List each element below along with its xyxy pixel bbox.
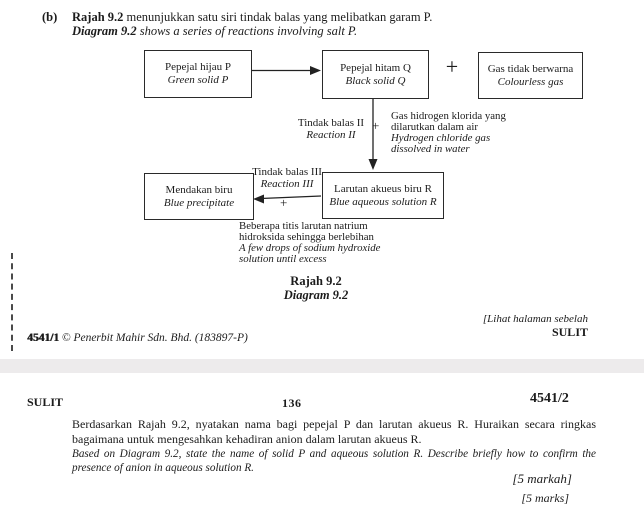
publisher-credit: © Penerbit Mahir Sdn. Bhd. (183897-P) bbox=[58, 332, 248, 344]
box-blue-solution-r: Larutan akueus biru R Blue aqueous solut… bbox=[322, 172, 444, 219]
marks-malay: [5 markah] bbox=[512, 471, 572, 486]
page2-sulit-label: SULIT bbox=[27, 395, 64, 409]
hcl-note-english-line1: Hydrogen chloride gas bbox=[391, 132, 491, 144]
box-colourless-gas: Gas tidak berwarna Colourless gas bbox=[478, 52, 583, 99]
plus-sign-reaction-3: + bbox=[280, 195, 288, 210]
reaction-2-label-malay: Tindak balas II bbox=[297, 117, 365, 129]
question-english-line2: presence of anion in aqueous solution R. bbox=[72, 462, 254, 474]
reaction-3-label-malay: Tindak balas III bbox=[252, 166, 322, 178]
box-blue-precipitate: Mendakan biru Blue precipitate bbox=[144, 173, 254, 220]
box-blue-solution-r-english: Blue aqueous solution R bbox=[329, 195, 437, 208]
question-part-label: (b) bbox=[42, 10, 58, 24]
hcl-note-malay-line1: Gas hidrogen klorida yang bbox=[391, 110, 506, 122]
reaction-3-label: Tindak balas III Reaction III bbox=[252, 166, 322, 190]
naoh-note: Beberapa titis larutan natrium hidroksid… bbox=[239, 221, 380, 265]
diagram-caption: Rajah 9.2 Diagram 9.2 bbox=[246, 274, 386, 302]
diagram-ref-english: Diagram 9.2 bbox=[72, 24, 137, 38]
hcl-note: Gas hidrogen klorida yang dilarutkan dal… bbox=[391, 111, 506, 155]
question-intro-english: Diagram 9.2 shows a series of reactions … bbox=[72, 24, 357, 39]
page2-page-number: 136 bbox=[282, 396, 302, 410]
question-malay-line1: Berdasarkan Rajah 9.2, nyatakan nama bag… bbox=[72, 417, 596, 431]
question-malay-line2: bagaimana untuk mengesahkan kehadiran an… bbox=[72, 432, 422, 446]
question-english-line1: Based on Diagram 9.2, state the name of … bbox=[72, 448, 596, 460]
box-green-solid-p-malay: Pepejal hijau P bbox=[165, 61, 231, 73]
naoh-note-malay-line1: Beberapa titis larutan natrium bbox=[239, 220, 368, 232]
plus-sign-reaction-2: + bbox=[372, 118, 380, 133]
naoh-note-english-line2: solution until excess bbox=[239, 253, 327, 265]
hcl-note-english-line2: dissolved in water bbox=[391, 143, 470, 155]
box-colourless-gas-english: Colourless gas bbox=[497, 75, 564, 88]
reaction-2-label-english: Reaction II bbox=[306, 128, 356, 141]
box-blue-solution-r-malay: Larutan akueus biru R bbox=[333, 182, 433, 195]
page1-sulit-label: SULIT bbox=[551, 325, 588, 339]
reaction-2-label: Tindak balas II Reaction II bbox=[294, 117, 368, 141]
box-black-solid-q-english: Black solid Q bbox=[345, 74, 406, 87]
diagram-caption-malay: Rajah 9.2 bbox=[290, 274, 342, 288]
hcl-note-malay-line2: dilarutkan dalam air bbox=[391, 121, 478, 133]
marks-english-cutoff: [5 marks] bbox=[521, 491, 569, 505]
box-colourless-gas-malay: Gas tidak berwarna bbox=[487, 62, 574, 75]
page2-paper-code: 4541/2 bbox=[530, 391, 569, 406]
scan-artifact-dashed-line bbox=[11, 253, 13, 351]
box-black-solid-q: Pepejal hitam Q Black solid Q bbox=[322, 50, 429, 99]
naoh-note-english-line1: A few drops of sodium hydroxide bbox=[239, 242, 381, 254]
question-intro-malay-text: menunjukkan satu siri tindak balas yang … bbox=[123, 10, 433, 24]
box-blue-precipitate-malay: Mendakan biru bbox=[165, 183, 233, 196]
arrow-reaction-2 bbox=[368, 97, 378, 170]
page1-footer-right: [Lihat halaman sebelah SULIT bbox=[483, 313, 588, 339]
turn-over-note: [Lihat halaman sebelah bbox=[482, 313, 588, 325]
question-intro-malay: Rajah 9.2 menunjukkan satu siri tindak b… bbox=[72, 10, 432, 25]
box-green-solid-p-english: Green solid P bbox=[167, 74, 229, 86]
question-intro-english-text: shows a series of reactions involving sa… bbox=[136, 24, 358, 38]
diagram-ref-malay: Rajah 9.2 bbox=[72, 10, 124, 24]
arrow-reaction-3 bbox=[253, 194, 322, 204]
naoh-note-malay-line2: hidroksida sehingga berlebihan bbox=[239, 231, 374, 243]
box-black-solid-q-malay: Pepejal hitam Q bbox=[340, 61, 411, 74]
box-blue-precipitate-english: Blue precipitate bbox=[163, 196, 235, 209]
reaction-3-label-english: Reaction III bbox=[260, 177, 314, 190]
diagram-caption-english: Diagram 9.2 bbox=[283, 288, 349, 302]
page1-footer-left: 4541/1 © Penerbit Mahir Sdn. Bhd. (18389… bbox=[27, 332, 248, 344]
arrow-reaction-1 bbox=[251, 66, 321, 75]
box-green-solid-p: Pepejal hijau P Green solid P bbox=[144, 50, 252, 98]
paper-code-footer: 4541/1 bbox=[27, 332, 59, 344]
plus-sign-row1: + bbox=[445, 54, 459, 79]
reaction-arrows bbox=[251, 66, 378, 204]
page-separator-band bbox=[0, 359, 644, 373]
page2-background bbox=[0, 373, 644, 494]
